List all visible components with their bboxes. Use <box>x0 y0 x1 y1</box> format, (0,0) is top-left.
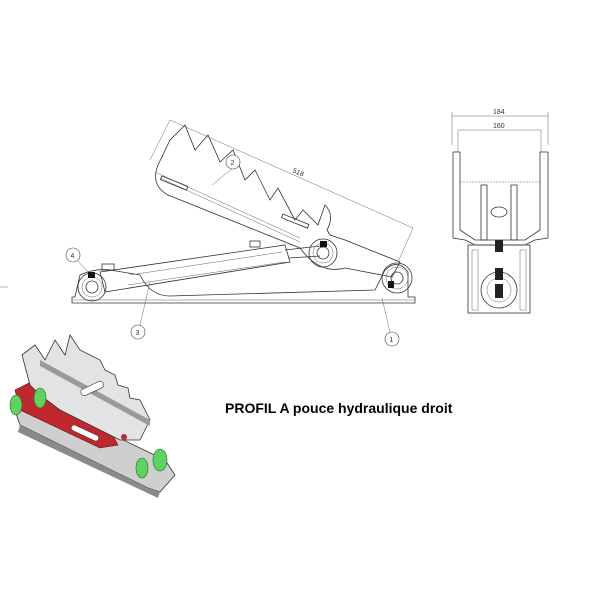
render-3d <box>9 334 176 498</box>
drawing-caption: PROFIL A pouce hydraulique droit <box>225 400 453 416</box>
dimension-184: 184 <box>493 109 505 116</box>
side-view: 518 2 4 3 1 <box>0 119 416 347</box>
base-frame <box>71 264 416 304</box>
hydraulic-cylinder <box>99 240 321 293</box>
front-view: 184 160 <box>451 109 549 314</box>
pin-right <box>381 262 413 294</box>
balloon-2: 2 <box>231 160 235 167</box>
pin-left <box>77 272 107 302</box>
dimension-518: 518 <box>291 167 305 178</box>
balloon-1: 1 <box>390 337 394 344</box>
thumb-plate <box>155 124 401 278</box>
pin-3d-right <box>135 457 149 479</box>
dimension-160: 160 <box>493 123 505 130</box>
pin-3d-left <box>9 394 23 416</box>
balloon-3: 3 <box>136 330 140 337</box>
balloon-4: 4 <box>71 253 75 260</box>
pin-middle <box>308 238 338 268</box>
